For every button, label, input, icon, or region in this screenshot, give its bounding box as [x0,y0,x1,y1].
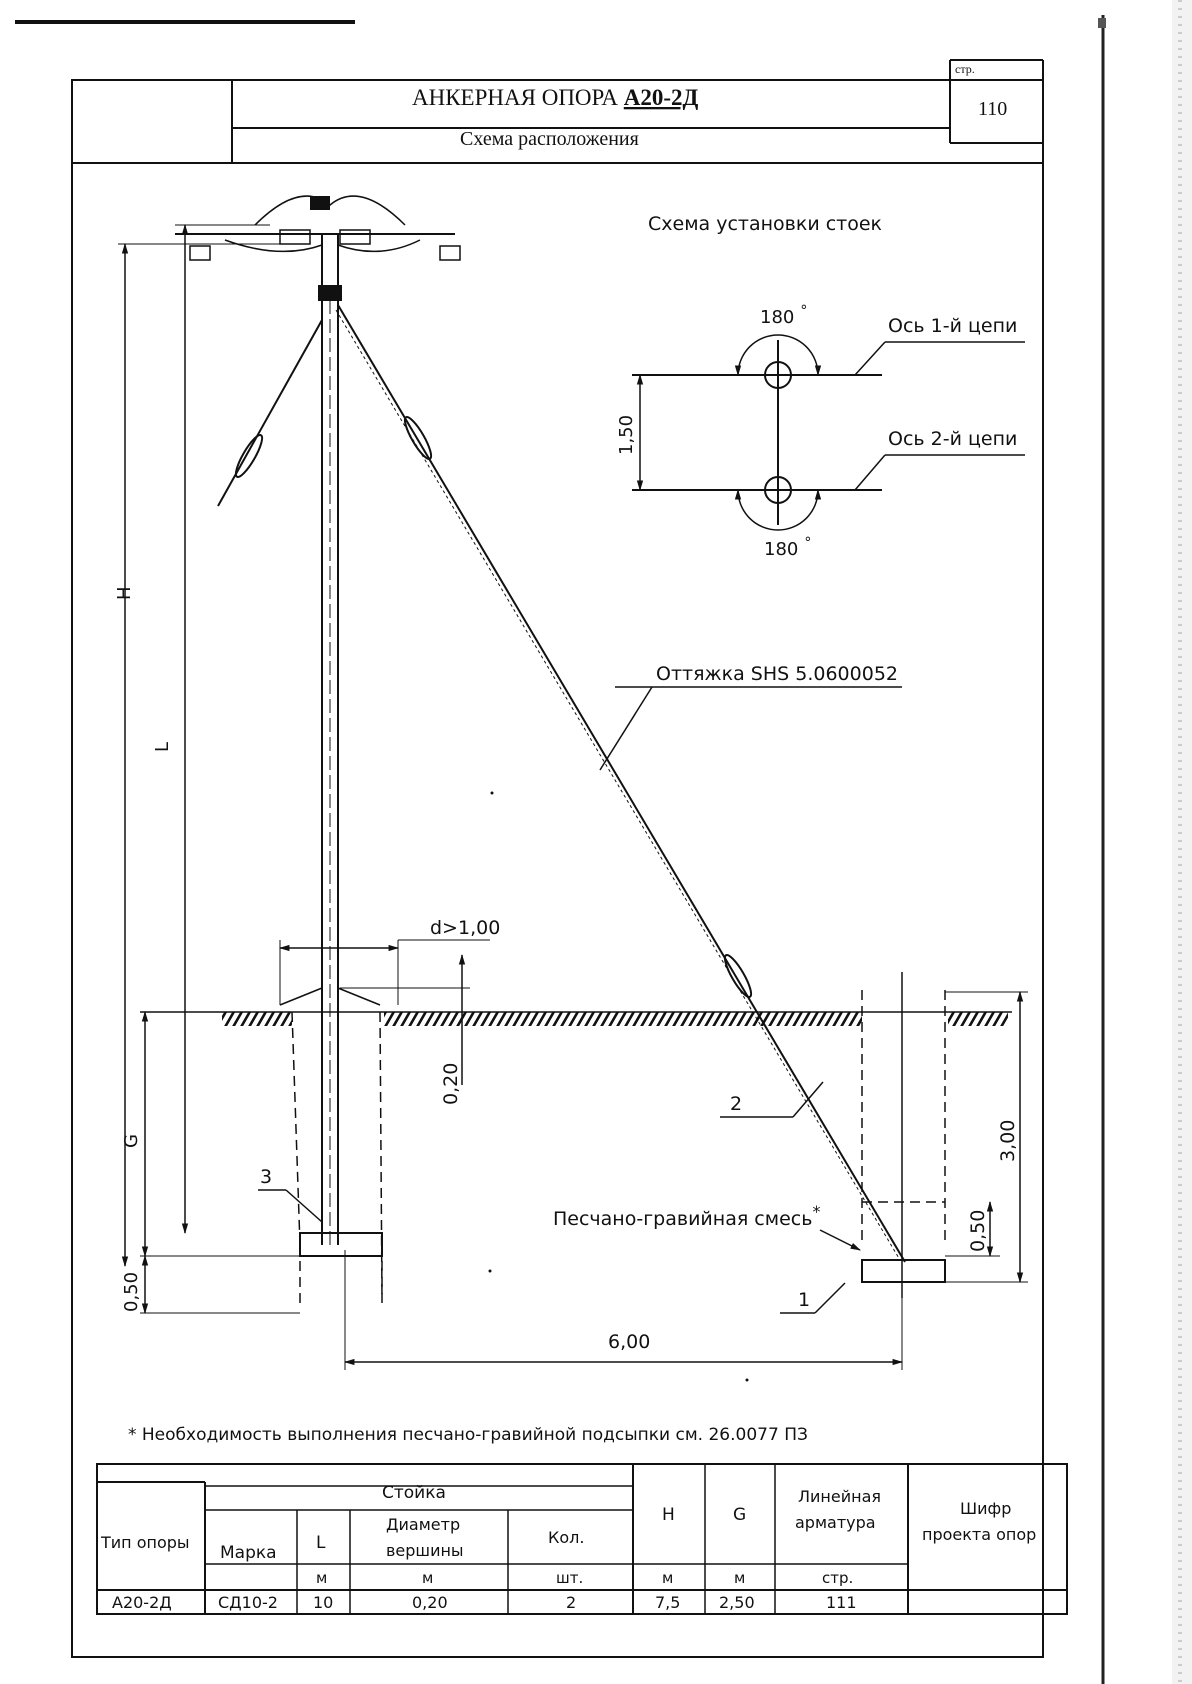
sand-label: Песчано-гравийная смесь* [553,1202,820,1230]
title-block: АНКЕРНАЯ ОПОРА А20-2Д Схема расположения… [72,59,1044,164]
cell-mark: СД10-2 [218,1593,278,1612]
unit-G: м [734,1569,745,1587]
stand-installation-scheme: Схема установки стоек 180° 180° 1,50 Ось… [616,213,1025,560]
th-stand: Стойка [382,1483,446,1503]
callout-2: 2 [730,1093,742,1115]
page-title: АНКЕРНАЯ ОПОРА А20-2Д [412,85,699,110]
cell-H: 7,5 [655,1593,680,1612]
angle-bottom: 180° [764,535,811,560]
spacing-label: 1,50 [616,415,637,455]
cell-diam: 0,20 [412,1593,448,1612]
th-code-2: проекта опор [922,1525,1036,1544]
angle-top: 180° [760,303,807,328]
dim-H: H [114,586,135,600]
th-mark: Марка [220,1543,277,1563]
unit-arm: стр. [822,1569,853,1587]
unit-qty: шт. [556,1569,583,1587]
th-G: G [733,1505,746,1525]
th-L: L [316,1533,326,1553]
th-arm-1: Линейная [798,1487,881,1506]
cell-qty: 2 [566,1593,576,1612]
page-number: 110 [978,98,1007,120]
th-H: H [662,1505,675,1525]
table-row: А20-2Д СД10-2 10 0,20 2 7,5 2,50 111 [112,1593,857,1612]
page-subtitle: Схема расположения [460,128,639,150]
th-type: Тип опоры [100,1533,190,1552]
axis-1-label: Ось 1-й цепи [888,315,1017,337]
unit-H: м [662,1569,673,1587]
dim-600: 6,00 [608,1331,650,1353]
dim-300: 3,00 [997,1120,1019,1162]
footnote: * Необходимость выполнения песчано-грави… [128,1425,808,1445]
axis-2-label: Ось 2-й цепи [888,428,1017,450]
th-diam-2: вершины [386,1541,464,1560]
dim-G: G [121,1134,142,1148]
th-code-1: Шифр [960,1499,1011,1518]
th-arm-2: арматура [795,1513,876,1532]
dim-050-right: 0,50 [967,1210,989,1252]
cell-L: 10 [313,1593,333,1612]
th-qty: Кол. [548,1528,584,1547]
callout-3: 3 [260,1166,272,1188]
dim-L: L [152,742,173,752]
th-diam-1: Диаметр [386,1515,460,1534]
cell-arm: 111 [826,1593,857,1612]
guy-label: Оттяжка SHS 5.0600052 [656,663,898,685]
callout-1: 1 [798,1289,810,1311]
dim-020: 0,20 [440,1063,462,1105]
dim-050-left: 0,50 [121,1272,142,1312]
cell-type: А20-2Д [112,1593,172,1612]
unit-L: м [316,1569,327,1587]
scheme-title: Схема установки стоек [648,213,882,235]
pole-elevation: H L G 0,50 d>1,00 0,20 3,00 0,50 6,00 От… [114,195,1028,1382]
page-number-label: стр. [955,62,975,76]
parameters-table: Тип опоры Стойка Марка L Диаметр вершины… [96,1463,1068,1615]
sheet-frame [71,79,1044,1658]
unit-diam: м [422,1569,433,1587]
cell-G: 2,50 [719,1593,755,1612]
dim-d: d>1,00 [430,917,500,939]
scan-artifacts [15,0,1192,1684]
